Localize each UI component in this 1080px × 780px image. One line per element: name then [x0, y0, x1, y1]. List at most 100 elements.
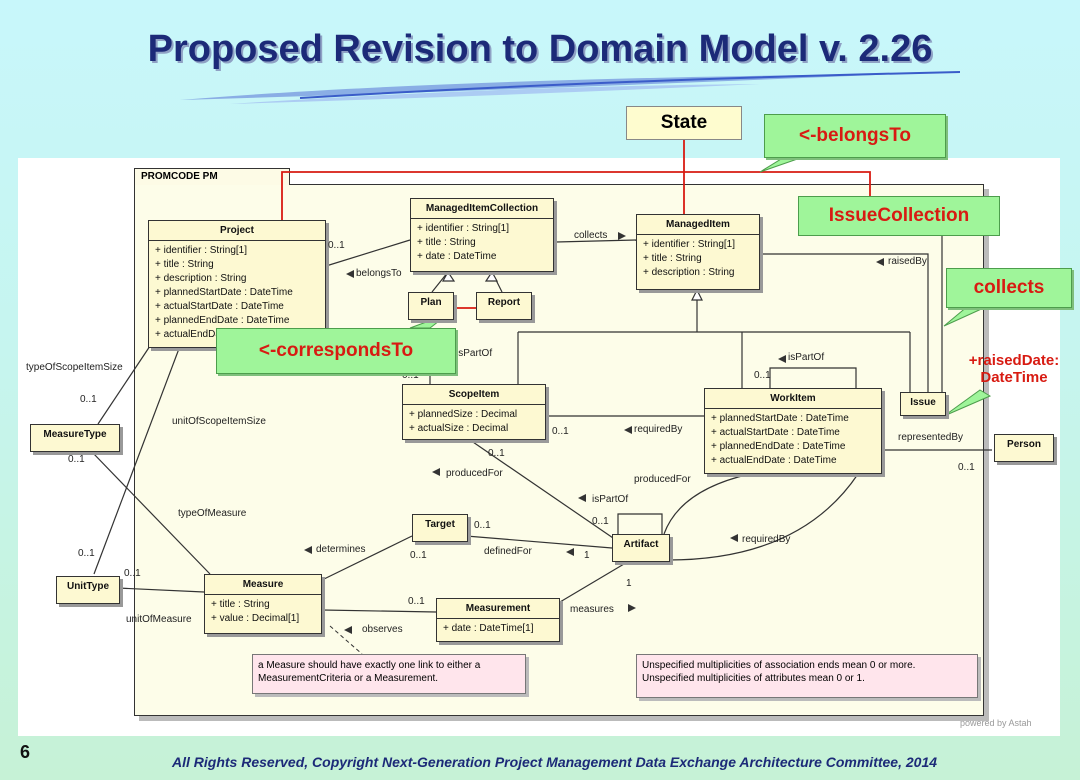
raised-date-line: DateTime	[980, 369, 1048, 386]
attr: + identifier : String[1]	[643, 239, 735, 250]
label-collects: collects	[574, 230, 608, 241]
attr: + value : Decimal[1]	[211, 613, 300, 624]
class-scope-item[interactable]: ScopeItem + plannedSize : Decimal + actu…	[402, 384, 546, 440]
callout-state: State	[626, 106, 742, 140]
label-represented-by: representedBy	[898, 432, 964, 443]
attr: + description : String	[643, 267, 735, 278]
class-work-item[interactable]: WorkItem + plannedStartDate : DateTime +…	[704, 388, 882, 474]
label-produced-for: producedFor	[634, 474, 691, 485]
multiplicity: 0..1	[80, 394, 97, 405]
class-managed-item-collection[interactable]: ManagedItemCollection + identifier : Str…	[410, 198, 554, 272]
attr: + plannedSize : Decimal	[409, 409, 518, 420]
attr: + plannedEndDate : DateTime	[155, 315, 290, 326]
label-determines: determines	[316, 544, 366, 555]
label-unit-of-scope-item-size: unitOfScopeItemSize	[172, 416, 266, 427]
note-line: Unspecified multiplicities of associatio…	[642, 660, 916, 671]
multiplicity: 0..1	[474, 520, 491, 531]
attr: + title : String	[643, 253, 702, 264]
class-unit-type-name: UnitType	[66, 581, 110, 592]
class-plan[interactable]: Plan	[408, 292, 454, 320]
label-is-part-of: isPartOf	[592, 494, 629, 505]
attr: + actualEndDate : DateTime	[711, 455, 837, 466]
callout-belongs-to: <-belongsTo	[764, 114, 946, 158]
class-person-name: Person	[1007, 439, 1041, 450]
class-measurement-name: Measurement	[437, 599, 559, 619]
multiplicity: 0..1	[592, 516, 609, 527]
attr: + plannedStartDate : DateTime	[155, 287, 293, 298]
class-report-name: Report	[487, 297, 521, 308]
note-line: Unspecified multiplicities of attributes…	[642, 673, 865, 684]
attr: + title : String	[417, 237, 476, 248]
label-required-by: requiredBy	[634, 424, 683, 435]
footer-copyright: All Rights Reserved, Copyright Next-Gene…	[172, 754, 938, 770]
label-defined-for: definedFor	[484, 546, 532, 557]
class-target-name: Target	[425, 519, 455, 530]
attr: + actualSize : Decimal	[409, 423, 509, 434]
attr: + plannedEndDate : DateTime	[711, 441, 846, 452]
label-observes: observes	[362, 624, 403, 635]
class-issue-name: Issue	[910, 397, 936, 408]
class-unit-type[interactable]: UnitType	[56, 576, 120, 604]
callout-collects: collects	[946, 268, 1072, 308]
page-number: 6	[20, 742, 31, 762]
class-measurement[interactable]: Measurement + date : DateTime[1]	[436, 598, 560, 642]
class-mic-name: ManagedItemCollection	[411, 199, 553, 219]
label-raised-by: raisedBy	[888, 256, 927, 267]
multiplicity: 0..1	[68, 454, 85, 465]
class-scope-item-name: ScopeItem	[403, 385, 545, 405]
attr: + actualStartDate : DateTime	[155, 301, 284, 312]
note-measure: a Measure should have exactly one link t…	[252, 654, 526, 694]
class-project[interactable]: Project + identifier : String[1] + title…	[148, 220, 326, 348]
attr: + identifier : String[1]	[417, 223, 509, 234]
multiplicity: 1	[626, 578, 632, 589]
multiplicity: 0..1	[124, 568, 141, 579]
label-type-of-scope-item-size: typeOfScopeItemSize	[26, 362, 123, 373]
class-managed-item-name: ManagedItem	[637, 215, 759, 235]
multiplicity: 0..1	[402, 370, 419, 381]
astah-logo: powered by Astah	[960, 718, 1032, 728]
class-person[interactable]: Person	[994, 434, 1054, 462]
multiplicity: 0..1	[78, 548, 95, 559]
multiplicity: 0..1	[754, 370, 771, 381]
label-is-part-of: isPartOf	[788, 352, 825, 363]
multiplicity: 0..1	[408, 596, 425, 607]
class-report[interactable]: Report	[476, 292, 532, 320]
class-work-item-name: WorkItem	[705, 389, 881, 409]
attr: + date : DateTime[1]	[443, 623, 534, 634]
multiplicity: 0..1	[410, 550, 427, 561]
class-plan-name: Plan	[420, 297, 442, 308]
label-required-by: requiredBy	[742, 534, 791, 545]
label-is-part-of: isPartOf	[456, 348, 493, 359]
slide-title: Proposed Revision to Domain Model v. 2.2…	[147, 28, 933, 70]
multiplicity: 1	[584, 550, 590, 561]
attr: + title : String	[211, 599, 270, 610]
label-type-of-measure: typeOfMeasure	[178, 508, 247, 519]
label-produced-for: producedFor	[446, 468, 503, 479]
class-measure-name: Measure	[205, 575, 321, 595]
attr: + title : String	[155, 259, 214, 270]
multiplicity: 0..1	[488, 448, 505, 459]
class-measure[interactable]: Measure + title : String + value : Decim…	[204, 574, 322, 634]
raised-date-line: +raisedDate:	[968, 352, 1060, 369]
multiplicity: 0..1	[552, 426, 569, 437]
multiplicity: 0..1	[958, 462, 975, 473]
class-artifact[interactable]: Artifact	[612, 534, 670, 562]
callout-issue-collection: IssueCollection	[798, 196, 1000, 236]
class-managed-item[interactable]: ManagedItem + identifier : String[1] + t…	[636, 214, 760, 290]
class-measure-type[interactable]: MeasureType	[30, 424, 120, 452]
attr: + date : DateTime	[417, 251, 497, 262]
label-measures: measures	[570, 604, 614, 615]
class-artifact-name: Artifact	[623, 539, 659, 550]
callout-raised-date: +raisedDate: DateTime	[948, 352, 1080, 386]
attr: + identifier : String[1]	[155, 245, 247, 256]
class-target[interactable]: Target	[412, 514, 468, 542]
multiplicity: 0..1	[328, 240, 345, 251]
note-line: MeasurementCriteria or a Measurement.	[258, 673, 439, 684]
note-line: a Measure should have exactly one link t…	[258, 660, 481, 671]
label-unit-of-measure: unitOfMeasure	[126, 614, 192, 625]
attr: + actualStartDate : DateTime	[711, 427, 840, 438]
class-issue[interactable]: Issue	[900, 392, 946, 416]
package-label: PROMCODE PM	[134, 168, 290, 185]
attr: + plannedStartDate : DateTime	[711, 413, 849, 424]
